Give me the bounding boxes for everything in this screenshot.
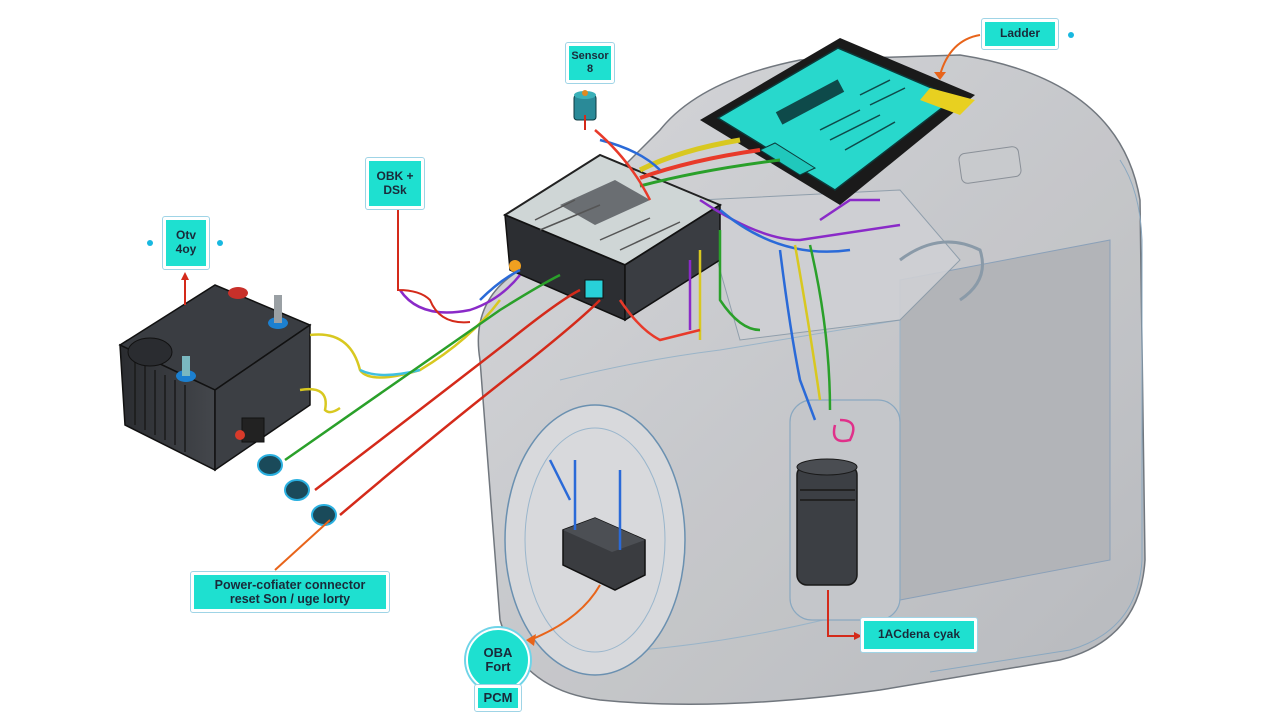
- obd-callout-line2: DSk: [383, 182, 407, 197]
- top-right-callout: Ladder: [981, 18, 1059, 50]
- sensor-callout-line1: Sensor: [571, 50, 609, 63]
- bottom-right-callout-text: 1ACdena cyak: [864, 621, 974, 649]
- obd-port-line2: Fort: [485, 659, 511, 674]
- battery-callout-line1: Otv: [175, 228, 196, 243]
- sensor-callout: Sensor 8: [565, 42, 615, 84]
- power-connector-callout: Power-cofiater connector reset Son / uge…: [190, 571, 390, 613]
- obd-port-badge: OBA Fort: [466, 628, 530, 692]
- power-connector-line1: Power-cofiater connector: [214, 577, 366, 592]
- pcm-callout: PCM: [474, 684, 522, 712]
- leader-lines: [181, 34, 981, 646]
- inline-connectors: [257, 454, 337, 526]
- battery-wires: [284, 268, 601, 516]
- obd-callout-line1: OBK +: [376, 168, 414, 183]
- battery-callout-dot-left: [147, 240, 153, 246]
- top-right-callout-text: Ladder: [985, 22, 1055, 46]
- obd-callout: OBK + DSk: [365, 157, 425, 210]
- pcm-label: PCM: [478, 688, 518, 708]
- connector-box: [548, 459, 646, 591]
- power-connector-line2: reset Son / uge lorty: [229, 592, 351, 606]
- canister-filter: [796, 458, 858, 586]
- wiring-harness: [594, 129, 901, 443]
- ecu-board: [700, 38, 975, 205]
- bottom-right-callout: 1ACdena cyak: [860, 617, 978, 653]
- battery: [118, 284, 312, 472]
- solenoid-sensor: [573, 90, 597, 121]
- battery-callout: Otv 4oy: [162, 216, 210, 270]
- battery-callout-line2: 4oy: [175, 242, 197, 256]
- obd-port-line1: OBA: [483, 644, 513, 660]
- top-right-connector-dot: [1068, 32, 1074, 38]
- sensor-callout-line2: 8: [586, 63, 594, 75]
- battery-callout-dot-right: [217, 240, 223, 246]
